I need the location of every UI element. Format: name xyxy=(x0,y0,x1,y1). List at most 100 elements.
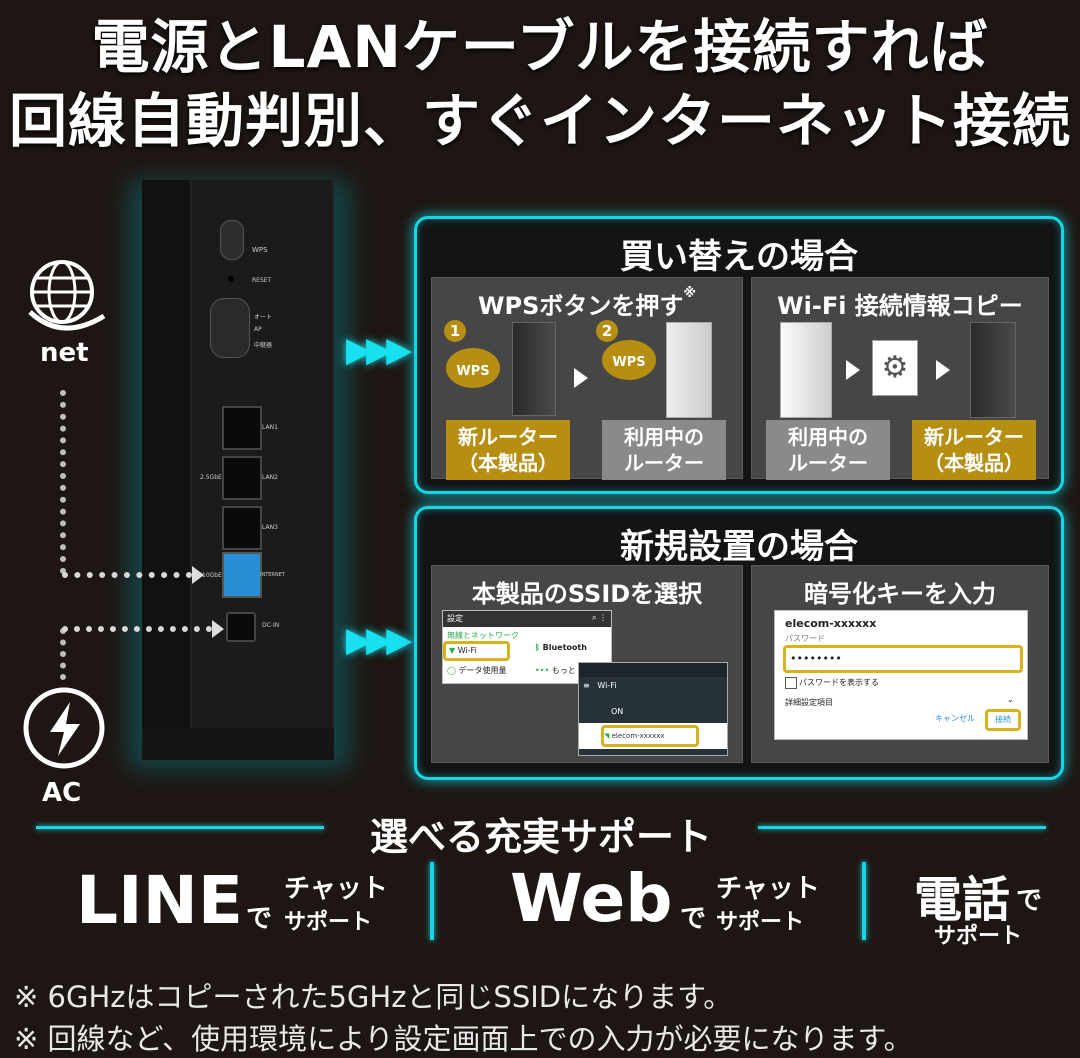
bluetooth-icon: ᛒ xyxy=(535,643,540,652)
lan3-label: LAN3 xyxy=(262,524,278,531)
globe-icon xyxy=(22,252,108,338)
search-icon[interactable]: ⌕ ⋮ xyxy=(591,613,607,622)
new-router-label-2: 新ルーター （本製品） xyxy=(912,420,1036,480)
reset-label: RESET xyxy=(252,277,272,284)
advanced-label[interactable]: 詳細設定項目 xyxy=(785,698,833,707)
password-label: パスワード xyxy=(785,634,825,643)
wifi-icon: ▼ xyxy=(449,646,456,655)
connect-button[interactable]: 接続 xyxy=(985,709,1021,731)
data-usage-label: データ使用量 xyxy=(458,666,507,675)
ssid-name: elecom-xxxxxx xyxy=(611,732,665,740)
copy-arrow-icon-2 xyxy=(936,360,950,380)
web-de: で xyxy=(680,904,707,934)
wifi-on-label: ON xyxy=(611,707,624,716)
replacement-panel: 買い替えの場合 WPSボタンを押す※ 1 WPS 2 WPS 新ルーター （本製… xyxy=(414,216,1064,494)
current-router-image xyxy=(666,322,712,418)
wps-subpanel: WPSボタンを押す※ 1 WPS 2 WPS 新ルーター （本製品） 利用中の … xyxy=(431,277,743,480)
net-cable-horizontal xyxy=(62,572,192,578)
mode-relay-label: 中継器 xyxy=(254,342,273,349)
ssid-row[interactable]: ◥ elecom-xxxxxx xyxy=(579,723,727,749)
lightning-icon xyxy=(22,686,106,770)
new-router-label: 新ルーター （本製品） xyxy=(446,420,570,480)
password-input[interactable]: •••••••• xyxy=(783,645,1023,673)
gear-icon: ⚙ xyxy=(872,340,918,396)
net-label: net xyxy=(40,338,89,368)
wifi-screen-title-text: Wi-Fi xyxy=(597,681,617,690)
wps-head-note: ※ xyxy=(683,286,696,301)
internet-label: INTERNET xyxy=(260,572,285,578)
step2-badge: 2 xyxy=(596,320,618,342)
chevron-down-icon[interactable]: ⌄ xyxy=(1007,695,1014,704)
wps-chip-1: WPS xyxy=(446,348,500,388)
bluetooth-menu-item[interactable]: ᛒ Bluetooth xyxy=(535,643,587,652)
dialog-ssid: elecom-xxxxxx xyxy=(785,617,877,630)
arrow-to-new-setup: ▶▶▶ xyxy=(346,620,412,660)
copy-subhead: Wi-Fi 接続情報コピー xyxy=(777,292,1023,320)
new-router-label-2-line1: 新ルーター xyxy=(924,425,1024,449)
router-body: WPS RESET オート AP 中継器 LAN1 LAN2 2.5GbE LA… xyxy=(142,180,334,760)
support-title: 選べる充実サポート xyxy=(369,815,712,859)
more-label: もっと xyxy=(551,666,576,675)
dcin-label: DC-IN xyxy=(262,622,280,629)
copy-subpanel: Wi-Fi 接続情報コピー ⚙ 利用中の ルーター 新ルーター （本製品） xyxy=(751,277,1049,480)
current-router-label-line1: 利用中の xyxy=(624,425,704,449)
wifi-menu-label: Wi-Fi xyxy=(457,646,477,655)
show-password-label: パスワードを表示する xyxy=(799,678,879,687)
lan3-port[interactable] xyxy=(222,506,262,550)
reset-hole xyxy=(228,276,234,282)
phone-de: で xyxy=(1016,886,1043,916)
wifi-screen-bar xyxy=(579,663,727,677)
lan1-port[interactable] xyxy=(222,406,262,450)
new-router-image-2 xyxy=(970,322,1016,418)
wps-port-label: WPS xyxy=(252,246,268,254)
password-value: •••••••• xyxy=(790,652,842,665)
internet-port[interactable] xyxy=(222,552,262,598)
step1-badge: 1 xyxy=(444,320,466,342)
wps-subhead: WPSボタンを押す※ xyxy=(432,286,742,321)
speed-label: 2.5GbE xyxy=(200,474,222,481)
new-setup-title: 新規設置の場合 xyxy=(620,527,858,567)
show-password-checkbox[interactable] xyxy=(785,677,797,689)
line-support: サポート xyxy=(284,910,373,935)
current-router-label-2-line1: 利用中の xyxy=(788,425,868,449)
more-icon: ••• xyxy=(535,666,550,675)
data-usage-icon: ◯ xyxy=(447,666,456,675)
step-arrow-icon xyxy=(574,368,588,388)
headline-line1: 電源とLANケーブルを接続すれば xyxy=(91,13,989,81)
ssid-highlight: ◥ elecom-xxxxxx xyxy=(601,725,699,747)
mode-switch[interactable] xyxy=(210,298,250,358)
ssid-subpanel: 本製品のSSIDを選択 設定 ⌕ ⋮ 無線とネットワーク ▼ Wi-Fi ᛒ B… xyxy=(431,565,743,763)
headline-line2: 回線自動判別、すぐインターネット接続 xyxy=(8,87,1071,155)
replacement-title: 買い替えの場合 xyxy=(620,237,858,277)
line-de: で xyxy=(246,904,273,934)
web-label: Web xyxy=(510,860,673,937)
lan2-label: LAN2 xyxy=(262,474,278,481)
web-support: サポート xyxy=(716,910,805,935)
mode-ap-label: AP xyxy=(254,326,262,333)
wifi-menu-item[interactable]: ▼ Wi-Fi xyxy=(443,641,510,661)
net-cable-arrowhead xyxy=(192,566,204,584)
note-2: ※ 回線など、使用環境により設定画面上での入力が必要になります。 xyxy=(14,1022,913,1056)
wps-button[interactable] xyxy=(220,220,244,260)
net-cable-vertical xyxy=(60,390,66,574)
more-menu-item[interactable]: ••• もっと xyxy=(535,665,576,676)
line-label: LINE xyxy=(76,862,243,939)
bluetooth-label: Bluetooth xyxy=(542,643,587,652)
current-router-label-2-line2: ルーター xyxy=(788,451,868,475)
settings-title: 設定 xyxy=(447,614,463,623)
cancel-button[interactable]: キャンセル xyxy=(935,714,975,723)
wifi-screen-title: ≡ Wi-Fi xyxy=(583,681,617,690)
ssid-subhead: 本製品のSSIDを選択 xyxy=(471,580,703,608)
lan2-port[interactable] xyxy=(222,456,262,500)
current-router-label: 利用中の ルーター xyxy=(602,420,726,480)
ssid-wifi-icon: ◥ xyxy=(604,732,610,740)
lan1-label: LAN1 xyxy=(262,424,278,431)
key-subhead: 暗号化キーを入力 xyxy=(804,580,996,608)
ac-label: AC xyxy=(42,778,82,808)
wps-head-text: WPSボタンを押す xyxy=(478,292,684,320)
new-setup-panel: 新規設置の場合 本製品のSSIDを選択 設定 ⌕ ⋮ 無線とネットワーク ▼ W… xyxy=(414,506,1064,780)
note-1: ※ 6GHzはコピーされた5GHzと同じSSIDになります。 xyxy=(14,980,733,1014)
password-dialog: elecom-xxxxxx パスワード •••••••• パスワードを表示する … xyxy=(774,610,1028,740)
data-usage-menu-item[interactable]: ◯ データ使用量 xyxy=(447,665,507,676)
dcin-port[interactable] xyxy=(226,612,256,642)
